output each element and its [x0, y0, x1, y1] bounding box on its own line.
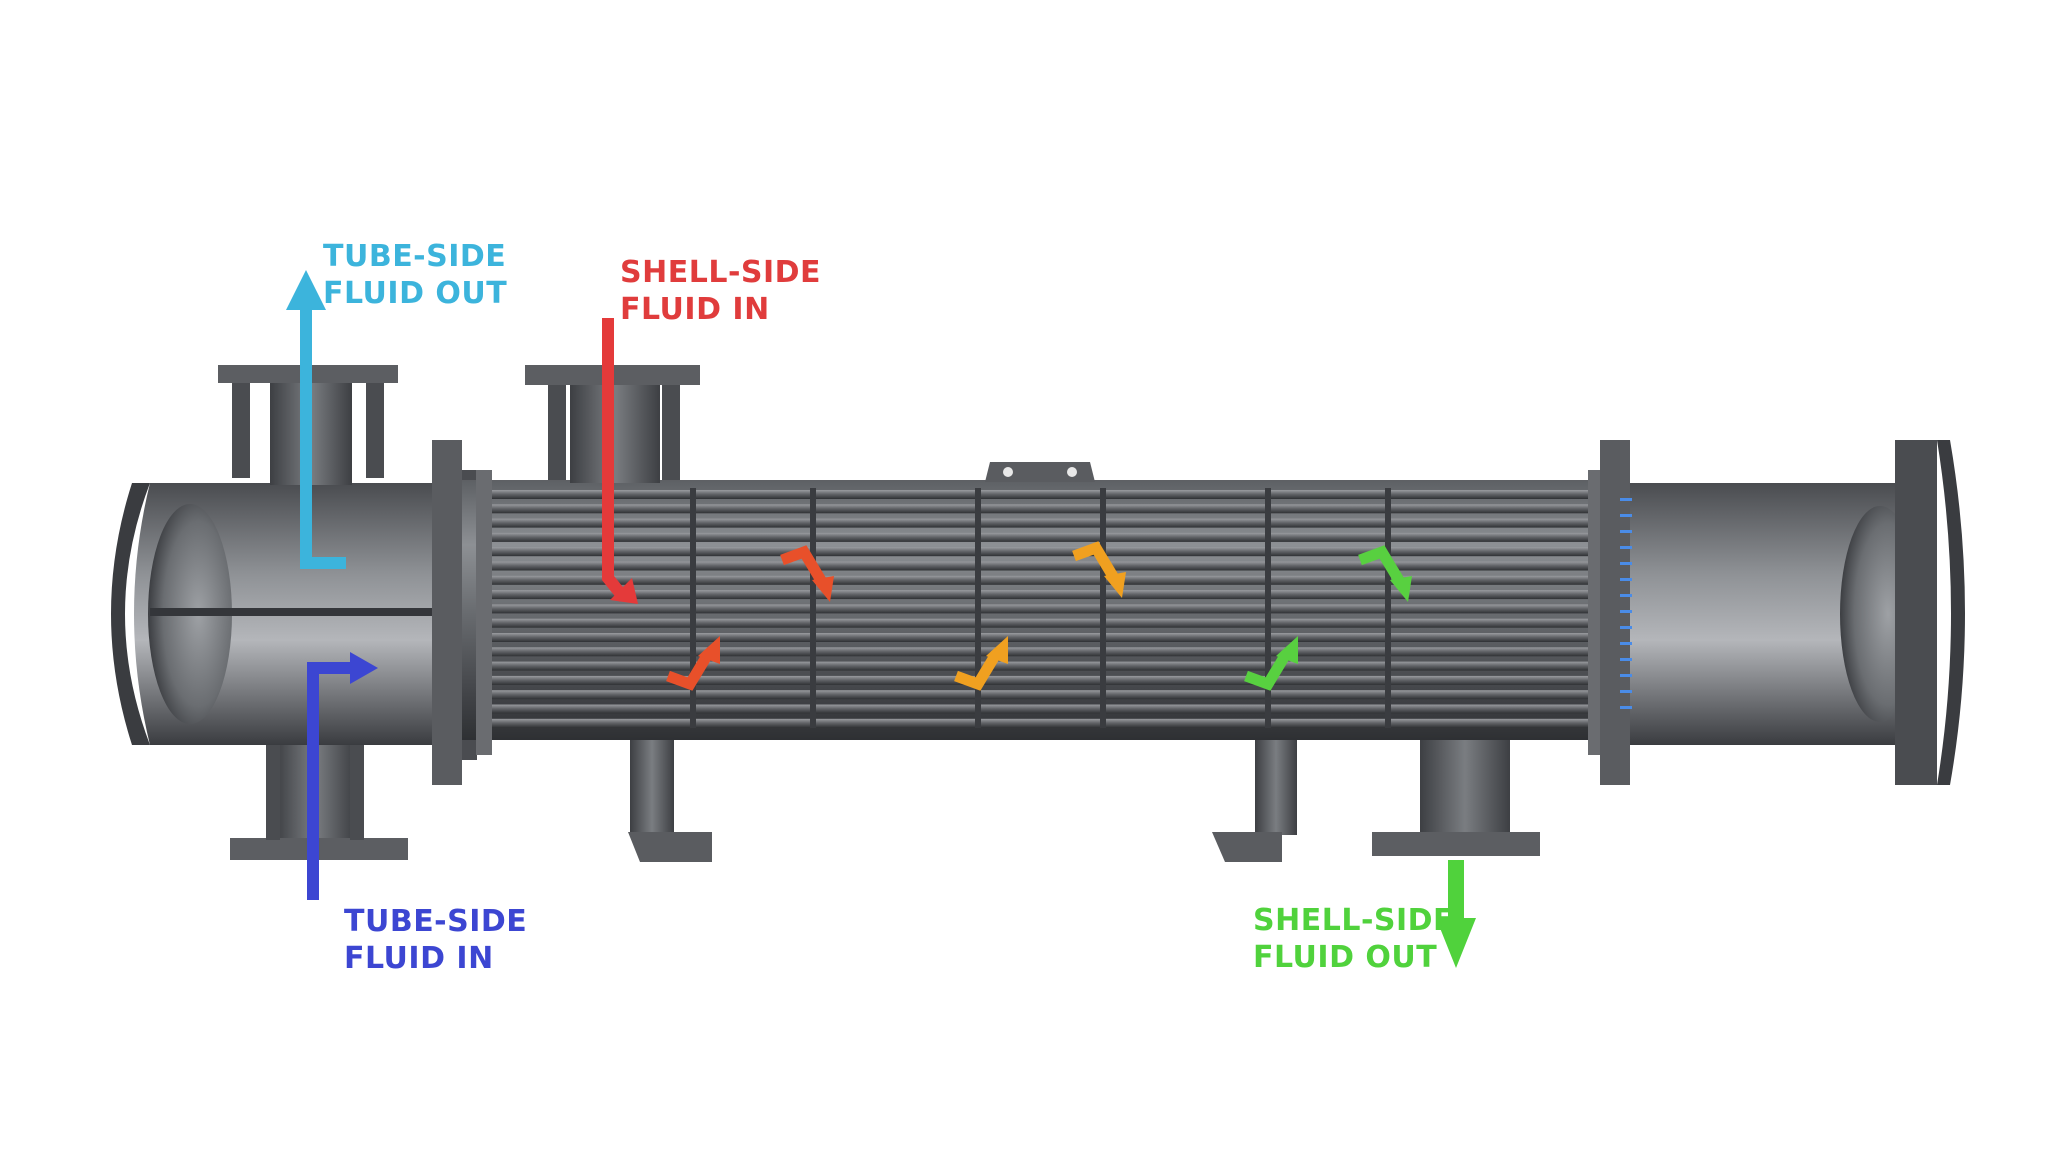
flow-dash	[1620, 594, 1632, 597]
tube	[492, 618, 1588, 628]
shell-side-fluid-out-label: SHELL-SIDE FLUID OUT	[1253, 902, 1454, 976]
tube-out-line2: FLUID OUT	[323, 276, 508, 311]
flow-dash	[1620, 578, 1632, 581]
tube	[492, 490, 1588, 499]
tube-out-line1: TUBE-SIDE	[323, 239, 507, 274]
flow-dash	[1620, 514, 1632, 517]
right-saddle-support	[1212, 740, 1297, 862]
left-channel-head	[111, 440, 477, 785]
tube	[492, 633, 1588, 642]
shell-out-line2: FLUID OUT	[1253, 940, 1438, 975]
flow-dash	[1620, 690, 1632, 693]
shell-in-line1: SHELL-SIDE	[620, 255, 822, 290]
baffles	[690, 488, 1391, 728]
downward-flow-arrow	[1358, 545, 1412, 602]
upward-flow-arrow	[954, 636, 1008, 691]
shell-side-flow-indicators	[666, 541, 1412, 691]
tube	[492, 532, 1588, 542]
shell-side-in-arrow	[602, 318, 638, 604]
left-saddle-support	[628, 740, 712, 862]
shell-side-fluid-in-label: SHELL-SIDE FLUID IN	[620, 254, 821, 328]
upward-flow-arrow	[666, 636, 720, 691]
tube	[492, 675, 1588, 685]
tube	[492, 518, 1588, 528]
flow-dash	[1620, 706, 1632, 709]
tube	[492, 575, 1588, 585]
tube-in-line1: TUBE-SIDE	[344, 904, 528, 939]
tube	[492, 561, 1588, 571]
downward-flow-arrow	[1072, 541, 1126, 598]
tube	[492, 604, 1588, 614]
flow-dash	[1620, 562, 1632, 565]
tube-bundle	[492, 490, 1588, 728]
tube-side-flow-marks	[1620, 498, 1632, 709]
right-channel-head	[1600, 440, 1965, 785]
tube-side-in-arrow	[307, 652, 378, 900]
shell-side-out-arrow	[1436, 860, 1476, 968]
flow-dash	[1620, 658, 1632, 661]
tube-side-fluid-out-label: TUBE-SIDE FLUID OUT	[323, 238, 507, 312]
flow-dash	[1620, 498, 1632, 501]
tube	[492, 718, 1588, 728]
flow-dash	[1620, 626, 1632, 629]
shell-outlet-nozzle	[1372, 740, 1540, 856]
flow-dash	[1620, 530, 1632, 533]
left-tube-sheet	[476, 470, 492, 755]
shell-in-line2: FLUID IN	[620, 292, 770, 327]
flow-dash	[1620, 546, 1632, 549]
flow-dash	[1620, 610, 1632, 613]
tube-side-fluid-in-label: TUBE-SIDE FLUID IN	[344, 903, 527, 977]
tube	[492, 547, 1588, 557]
flow-dash	[1620, 642, 1632, 645]
tube-side-out-arrow	[286, 270, 346, 569]
tube	[492, 647, 1588, 657]
flow-dash	[1620, 674, 1632, 677]
tube	[492, 704, 1588, 714]
tube	[492, 590, 1588, 600]
tube	[492, 504, 1588, 514]
downward-flow-arrow	[780, 545, 834, 602]
tube	[492, 690, 1588, 700]
tube-in-line2: FLUID IN	[344, 941, 494, 976]
shell-out-line1: SHELL-SIDE	[1253, 903, 1455, 938]
tube	[492, 661, 1588, 671]
upward-flow-arrow	[1244, 636, 1298, 691]
